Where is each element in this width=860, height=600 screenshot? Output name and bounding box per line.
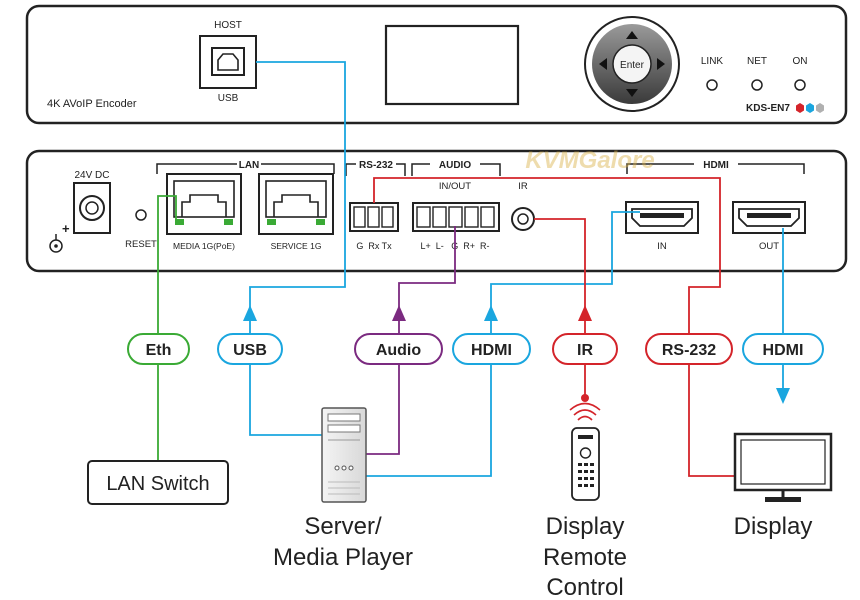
ir-tag-label: IR [577,342,593,359]
hdmi-in-port-icon [625,201,699,234]
power-label: 24V DC [74,170,109,181]
usb-b-port-icon [199,35,257,89]
server-tower-icon [321,407,367,503]
ir-signal-waves-icon [569,402,601,421]
server-label-line1: Server/ [304,513,382,540]
navigation-knob[interactable]: Enter [584,16,680,112]
led-link-label: LINK [701,56,724,67]
eth-tag-label: Eth [146,342,172,359]
hdmi-out-arrow-icon [776,388,790,404]
hdmi-out-port-icon [732,201,806,234]
rear-panel: 24V DC + RESET LAN MEDIA 1G(PoE) [25,149,848,273]
remote-label-line1: Display [546,513,625,540]
rs232-tag-label: RS-232 [662,342,716,359]
hdmi-out-tag-label: HDMI [763,342,804,359]
hdmi-in-label: IN [657,241,667,252]
hdmi-group-label: HDMI [703,160,729,171]
audio-terminal-block-icon [412,202,500,232]
arrow-right-icon[interactable] [657,58,665,70]
power-plus-sign: + [62,221,70,236]
usb-label: USB [218,93,239,104]
ir-emitter-dot [581,394,589,402]
audio-arrow-icon [392,305,406,321]
audio-group-label: AUDIO [439,160,471,171]
watermark: KVMGalore [525,147,654,174]
rs232-tag [645,333,733,365]
lan-group-label: LAN [239,160,260,171]
lan-switch: LAN Switch [87,460,229,505]
front-display-screen [384,24,520,106]
media-port-label: MEDIA 1G(PoE) [173,241,235,251]
eth-tag [127,333,190,365]
ir-jack-icon [511,207,535,231]
arrow-left-icon[interactable] [599,58,607,70]
audio-tag-label: Audio [376,342,422,359]
arrowheads [243,305,790,404]
arrow-up-icon[interactable] [626,31,638,39]
usb-arrow-icon [243,305,257,321]
display-monitor-icon [733,432,833,502]
remote-control-icon [571,427,600,501]
led-link [706,79,718,91]
rs232-terminal-block-icon [349,202,399,232]
ir-arrow-icon [578,305,592,321]
enter-button[interactable] [612,44,652,84]
connection-tags: Eth USB Audio HDMI IR RS-232 HDMI [127,333,824,365]
hdmi-out-label: OUT [759,241,779,252]
front-panel: HOST USB 4K AVoIP Encoder Enter LINK NET… [25,4,848,125]
hdmi-in-cable [366,211,640,477]
lan-switch-box [87,460,229,505]
ir-tag [552,333,618,365]
cables [157,61,784,477]
server-label-line2: Media Player [273,544,413,571]
led-on-label: ON [793,56,808,67]
power-jack-icon [73,182,111,234]
led-on [794,79,806,91]
hdmi-in-tag-label: HDMI [471,342,512,359]
rs232-cable [373,177,735,477]
model-code: KDS-EN7 [746,103,790,114]
audio-inout-label: IN/OUT [439,181,471,192]
reset-button[interactable] [135,209,147,221]
led-net [751,79,763,91]
service-port-label: SERVICE 1G [271,241,322,251]
rs232-group-label: RS-232 [359,160,393,171]
led-net-label: NET [747,56,767,67]
rj45-media-port-icon [166,173,242,235]
host-label: HOST [214,20,242,31]
enter-label: Enter [620,60,645,71]
remote-label-line2: Remote [543,544,627,571]
rs232-pins-label: G Rx Tx [356,241,392,251]
hdmi-out-tag [742,333,824,365]
eth-cable [157,195,177,461]
power-polarity-icon [49,234,63,253]
brand-hexagons-icon [796,103,824,113]
reset-label: RESET [125,239,157,250]
hdmi-in-tag [452,333,531,365]
usb-tag-label: USB [233,342,267,359]
hdmi-in-arrow-icon [484,305,498,321]
arrow-down-icon[interactable] [626,89,638,97]
model-name: 4K AVoIP Encoder [47,98,137,110]
rj45-service-port-icon [258,173,334,235]
remote-label-line3: Control [546,574,623,600]
display-label: Display [734,513,813,540]
usb-tag [217,333,283,365]
lan-switch-label: LAN Switch [106,473,209,495]
usb-cable [249,61,346,436]
audio-cable [366,226,456,455]
audio-tag [354,333,443,365]
ir-port-label: IR [518,181,528,192]
